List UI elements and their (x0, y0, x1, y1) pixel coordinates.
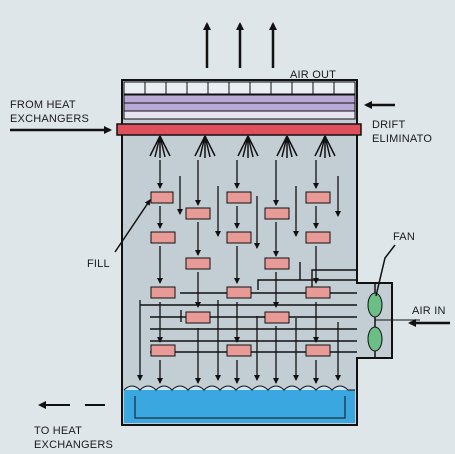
label-air-out: AIR OUT (290, 69, 336, 81)
water-basin (123, 385, 355, 423)
water-flow-arrows (137, 160, 341, 384)
spray-nozzles (149, 135, 336, 158)
label-to-heat-1: TO HEAT (34, 425, 82, 437)
label-from-heat-2: EXCHANGERS (10, 113, 89, 125)
fan (367, 283, 420, 358)
fill-pointer-arrow (114, 199, 151, 253)
label-from-heat-1: FROM HEAT (10, 99, 76, 111)
top-outlet-grid (123, 81, 356, 95)
drift-eliminator (123, 94, 356, 120)
fan-pointer-line (375, 244, 396, 297)
label-drift-1: DRIFT (372, 119, 405, 131)
distribution-header (116, 123, 362, 136)
label-air-in: AIR IN (412, 305, 446, 317)
air-out-arrows (203, 22, 277, 68)
label-drift-2: ELIMINATO (372, 133, 432, 145)
label-fill: FILL (87, 258, 110, 270)
label-fan: FAN (393, 231, 415, 243)
tower-body (121, 79, 393, 426)
fill-media (150, 191, 331, 357)
label-to-heat-2: EXCHANGERS (34, 439, 113, 451)
